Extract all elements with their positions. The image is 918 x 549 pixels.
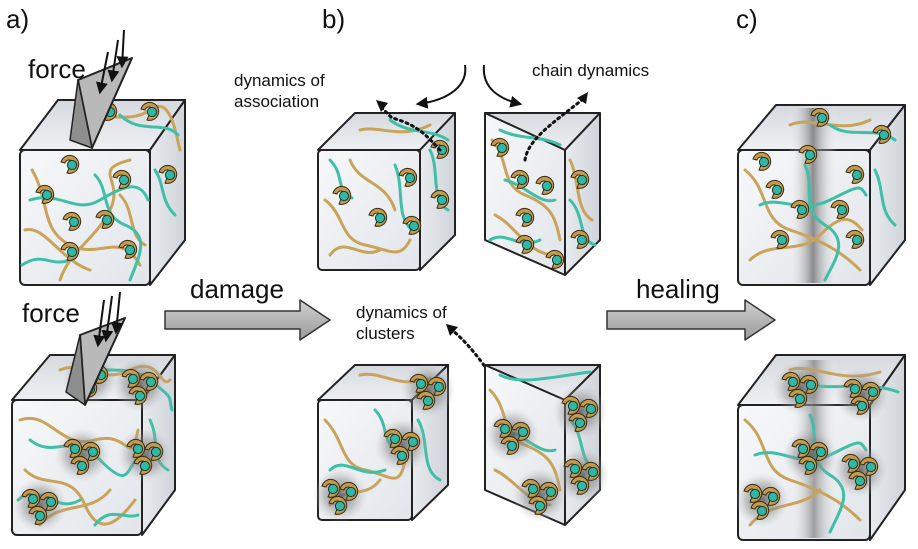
panel-a-bottom-cube <box>11 351 176 536</box>
panel-b-bottom-left-block <box>313 363 455 522</box>
panel-b-top-right-block <box>484 112 601 276</box>
panel-b-bottom-right-block <box>484 364 609 526</box>
indenter-icon <box>65 317 126 406</box>
panel-c-top-cube <box>737 104 906 286</box>
dynamics-of-clusters-line2: clusters <box>356 324 415 343</box>
healing-label: healing <box>636 274 720 304</box>
dynamics-of-association-line1: dynamics of <box>234 71 325 90</box>
dotted-arrowheads <box>376 92 588 336</box>
healing-arrow-icon <box>606 299 776 341</box>
force-label-bottom: force <box>22 298 80 328</box>
panel-a-top-cube <box>19 99 186 286</box>
damage-arrow-icon <box>164 299 331 341</box>
force-arrow-icon <box>95 29 129 95</box>
dynamics-of-clusters-line1: dynamics of <box>356 303 447 322</box>
force-arrow-icon <box>93 291 123 348</box>
panel-label-c: c) <box>736 4 758 34</box>
curved-arrow-icon <box>415 64 523 109</box>
force-label-top: force <box>28 54 86 84</box>
panel-c-bottom-cube <box>735 354 906 541</box>
panel-b-top-left-block <box>317 112 456 271</box>
panel-label-b: b) <box>322 4 346 34</box>
damage-label: damage <box>190 274 284 304</box>
chain-dynamics-label: chain dynamics <box>532 61 650 80</box>
dynamics-of-association-label: dynamics of association <box>234 70 325 112</box>
dynamics-of-association-line2: association <box>234 92 320 111</box>
dynamics-of-clusters-label: dynamics of clusters <box>356 302 447 344</box>
panel-label-a: a) <box>6 4 30 34</box>
